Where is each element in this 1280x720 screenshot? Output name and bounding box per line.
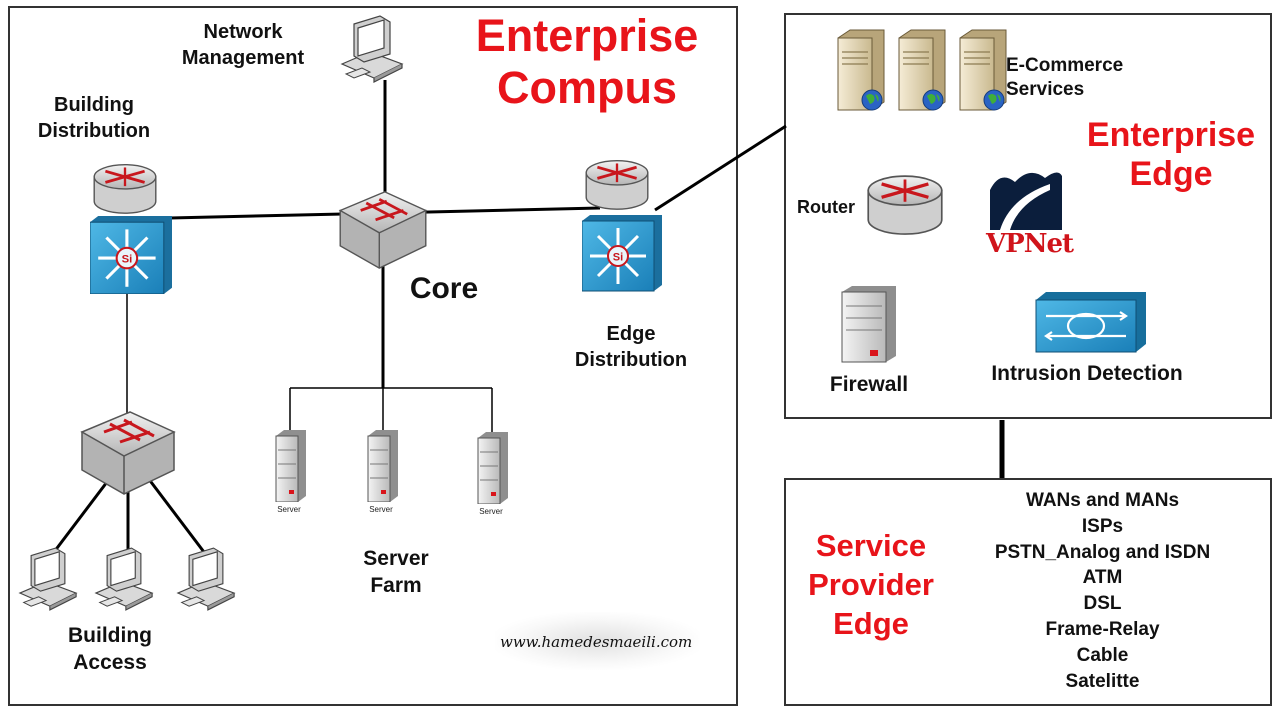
service-item: ATM <box>1082 567 1123 589</box>
ecommerce-label: E-Commerce Services <box>1006 55 1124 101</box>
firewall-label: Firewall <box>829 373 909 396</box>
server-icon <box>367 430 398 502</box>
service-item: WANs and MANs <box>1025 490 1180 511</box>
intrusion-detection-label: Intrusion Detection <box>991 362 1183 385</box>
vpn-icon <box>990 162 1062 230</box>
building-distribution-router-icon <box>92 163 158 215</box>
access-workstation-icon <box>19 547 77 611</box>
building-access-label: Building Access <box>68 624 152 674</box>
building-distribution-label: Building Distribution <box>37 94 151 142</box>
access-workstation-icon <box>95 547 153 611</box>
ecommerce-server-icon <box>959 29 1007 111</box>
core-switch-icon <box>338 190 428 270</box>
service-item: PSTN_Analog and ISDN <box>994 541 1211 563</box>
service-item: ISPs <box>1081 515 1124 537</box>
edge-router-icon <box>866 174 944 236</box>
enterprise-campus-title: Enterprise Compus <box>475 10 699 113</box>
firewall-icon <box>841 286 896 363</box>
service-item: Satelitte <box>1065 670 1140 692</box>
network-management-label: Network Management <box>181 21 305 69</box>
service-provider-edge-region <box>784 478 1272 706</box>
ecommerce-server-icon <box>898 29 946 111</box>
building-distribution-switch-icon <box>90 216 172 294</box>
network-management-workstation-icon <box>341 15 403 83</box>
server-icon <box>275 430 306 502</box>
server-caption: Server <box>479 507 503 516</box>
service-item: Cable <box>1076 644 1129 666</box>
service-item: Frame-Relay <box>1045 618 1160 640</box>
watermark-shadow <box>495 612 700 670</box>
ids-icon <box>1035 292 1146 353</box>
server-icon <box>477 432 508 504</box>
access-workstation-icon <box>177 547 235 611</box>
edge-distribution-switch-icon <box>582 214 662 292</box>
vpnet-label: VPNet <box>986 229 1074 259</box>
edge-distribution-router-icon <box>584 159 650 211</box>
watermark-url: www.hamedesmaeili.com <box>500 633 693 651</box>
server-caption: Server <box>277 505 301 514</box>
core-label: Core <box>409 272 479 305</box>
service-provider-edge-title: Service Provider Edge <box>808 528 934 642</box>
enterprise-edge-title: Enterprise Edge <box>1086 116 1256 194</box>
edge-distribution-label: Edge Distribution <box>574 323 688 371</box>
server-caption: Server <box>369 505 393 514</box>
server-farm-label: Server Farm <box>363 547 429 597</box>
ecommerce-server-icon <box>837 29 885 111</box>
service-provider-list: WANs and MANs ISPs PSTN_Analog and ISDN … <box>965 488 1240 694</box>
access-switch-icon <box>80 410 176 496</box>
service-item: DSL <box>1083 593 1122 615</box>
router-label: Router <box>797 197 855 217</box>
